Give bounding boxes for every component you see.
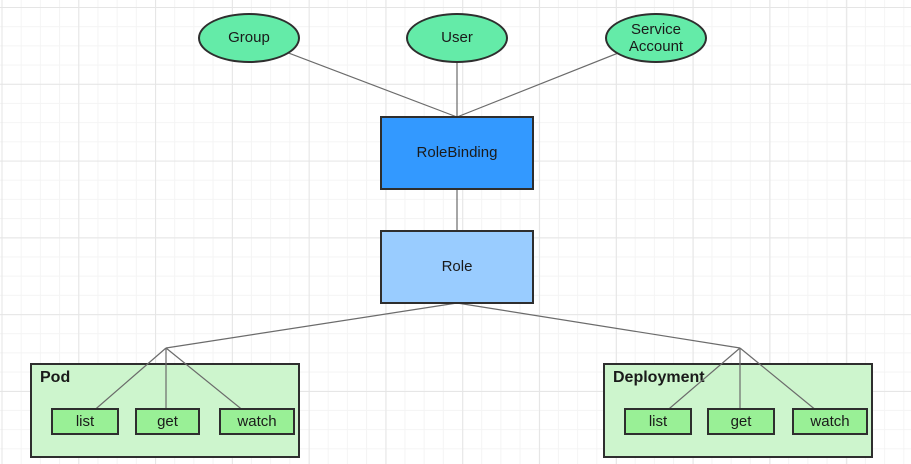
edge-role-deployment (456, 302, 741, 349)
container-deployment[interactable]: Deployment list get watch (603, 363, 873, 458)
pod-verb-get[interactable]: get (135, 408, 200, 435)
node-role[interactable]: Role (380, 230, 534, 304)
node-group[interactable]: Group (198, 13, 300, 63)
node-user-label: User (441, 29, 473, 47)
node-role-label: Role (441, 258, 473, 276)
node-group-label: Group (228, 29, 270, 47)
node-service-account-label: Service Account (628, 20, 684, 55)
deployment-verb-watch[interactable]: watch (792, 408, 868, 435)
pod-verb-list[interactable]: list (51, 408, 119, 435)
deployment-verb-list[interactable]: list (624, 408, 692, 435)
pod-verb-watch[interactable]: watch (219, 408, 295, 435)
container-pod[interactable]: Pod list get watch (30, 363, 300, 458)
node-rolebinding[interactable]: RoleBinding (380, 116, 534, 190)
node-user[interactable]: User (406, 13, 508, 63)
container-deployment-title: Deployment (613, 369, 705, 386)
deployment-verb-get[interactable]: get (707, 408, 775, 435)
node-service-account[interactable]: Service Account (605, 13, 707, 63)
edge-role-pod (165, 302, 458, 349)
node-rolebinding-label: RoleBinding (416, 144, 498, 162)
container-pod-title: Pod (40, 369, 71, 386)
